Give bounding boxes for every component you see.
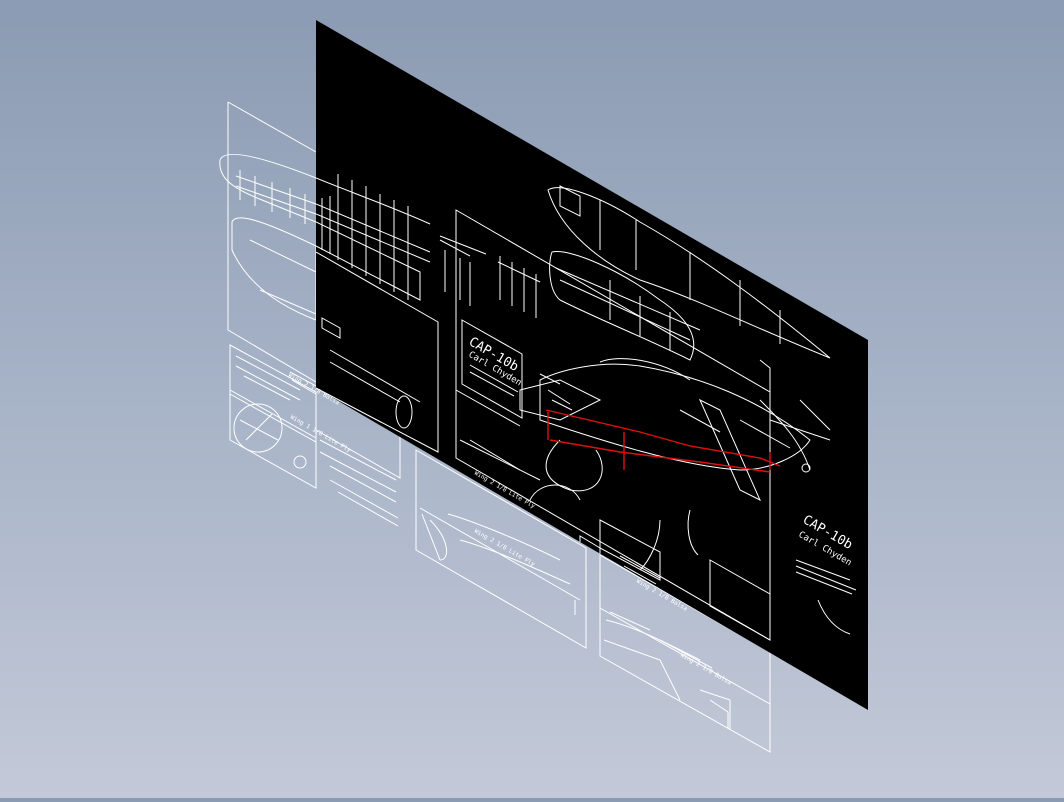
bracket-arc: [687, 509, 699, 556]
scale-note-back-2: Wing 1 1/8 Lite Ply: [289, 414, 352, 455]
canopy: [599, 358, 691, 381]
parts-panel-3: [415, 449, 587, 649]
back-sheet-outline: [227, 101, 317, 383]
fuselage-side-view: [549, 251, 695, 361]
scale-note-back-3: Wing 2 1/8 Lite Ply: [473, 528, 536, 569]
left-frame: [316, 251, 439, 453]
wheel-part: [233, 403, 283, 453]
parts-panel-2: [229, 389, 317, 489]
wheel-arc: [529, 484, 581, 501]
front-sheet: [316, 20, 868, 710]
wing-profile: [231, 217, 317, 321]
fuselage-top-view: [547, 187, 831, 359]
hook-arc: [817, 599, 851, 635]
scale-note-back-4: Wing 2 1/8 Balsa: [679, 652, 733, 687]
red-construction-lines: [545, 409, 781, 473]
oval-part: [395, 395, 413, 429]
landing-gear: [545, 439, 603, 492]
tail-wheel: [801, 463, 811, 473]
back-sheet: [219, 101, 771, 753]
tail-fin: [698, 398, 762, 502]
front-sheet-linework: [316, 174, 857, 641]
wing-leading-edge: [219, 153, 317, 179]
aircraft-side-view: [539, 363, 811, 471]
title-block: [461, 319, 523, 419]
engine-mount: [519, 379, 602, 421]
